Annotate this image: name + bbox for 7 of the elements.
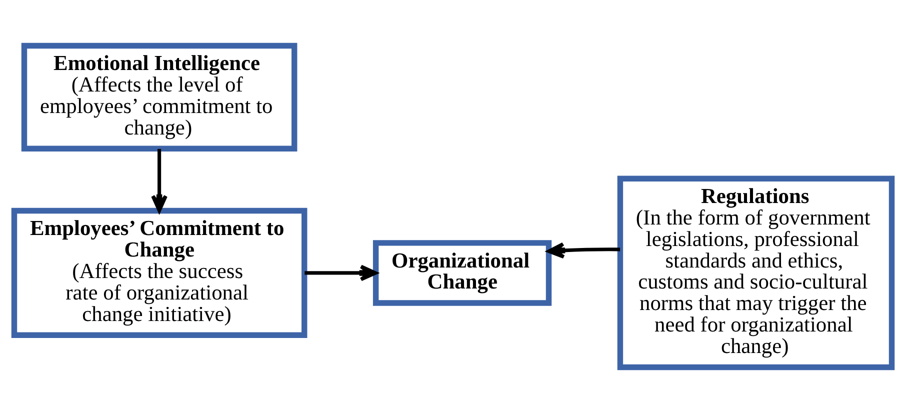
- node-box: Organizational Change: [372, 240, 552, 306]
- arrow: [304, 264, 378, 282]
- arrow: [151, 148, 168, 212]
- node-box: Regulations (In the form of government legislations, professional standards and ethics, customs and socio-cultural norms that may trigger the need for organizational change): [617, 176, 895, 370]
- arrow: [547, 242, 620, 259]
- node-box: Employees’ Commitment to Change (Affects the success rate of organizational change initiative): [11, 208, 308, 338]
- node-box: Emotional Intelligence (Affects the level of employees’ commitment to change): [21, 42, 298, 152]
